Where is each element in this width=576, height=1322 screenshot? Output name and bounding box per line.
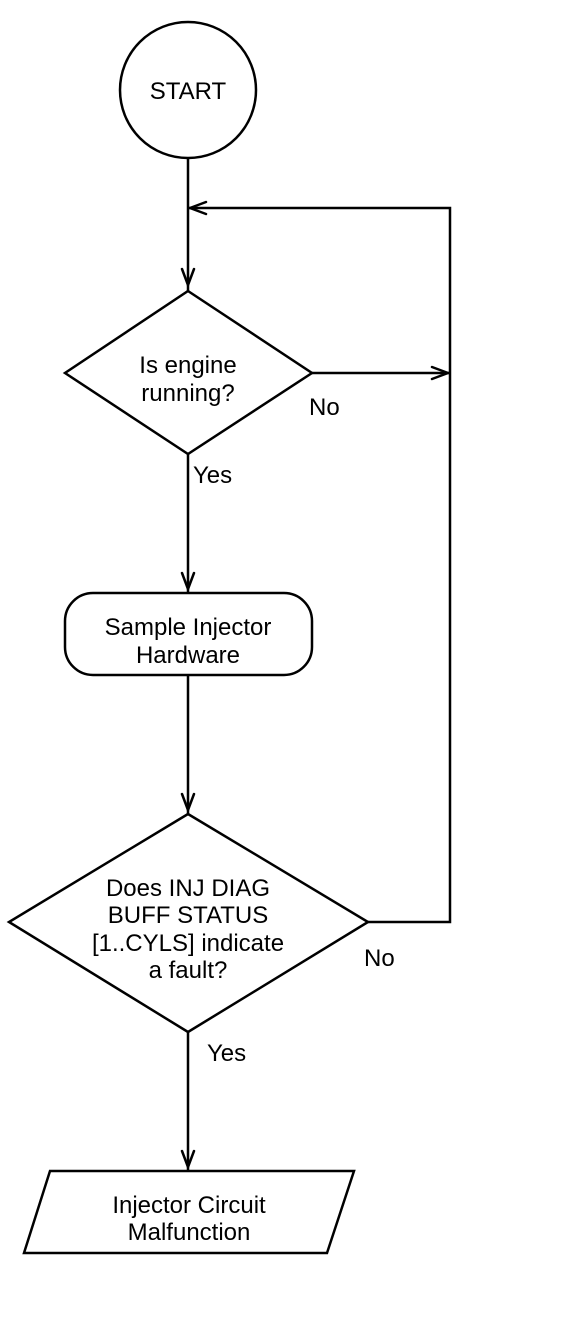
- malfunction-parallelogram: [22, 1169, 356, 1255]
- arrowhead-into-malfunction: [180, 1149, 196, 1169]
- arrowhead-into-sample: [180, 571, 196, 591]
- malfunction-line-1: Injector Circuit: [112, 1192, 266, 1219]
- connectors: [180, 152, 452, 1171]
- fault-decision-line-1: Does INJ DIAG: [106, 875, 270, 902]
- fault-yes-label: Yes: [207, 1040, 246, 1067]
- arrowhead-loop-return: [188, 200, 208, 216]
- sample-hardware-node: Sample Injector Hardware: [63, 591, 314, 677]
- engine-yes-label: Yes: [193, 462, 232, 489]
- fault-no-label: No: [364, 945, 395, 972]
- fault-decision-line-3: [1..CYLS] indicate: [92, 930, 284, 957]
- malfunction-node: Injector Circuit Malfunction: [22, 1169, 356, 1255]
- arrowhead-engine-no: [430, 365, 450, 381]
- engine-decision-line-1: Is engine: [139, 352, 236, 379]
- start-label: START: [150, 78, 227, 105]
- engine-running-decision: Is engine running?: [62, 289, 315, 456]
- fault-decision-diamond: [6, 812, 371, 1034]
- engine-decision-line-2: running?: [141, 380, 234, 407]
- start-circle: [118, 20, 258, 160]
- engine-decision-diamond: [62, 289, 315, 456]
- engine-no-label: No: [309, 394, 340, 421]
- connector-fault-no-loop: [188, 206, 452, 924]
- fault-decision-line-2: BUFF STATUS: [108, 902, 268, 929]
- start-node: START: [118, 20, 258, 160]
- arrowhead-into-fault-decision: [180, 792, 196, 812]
- malfunction-line-2: Malfunction: [128, 1219, 251, 1246]
- sample-hardware-line-2: Hardware: [136, 642, 240, 669]
- fault-decision-line-4: a fault?: [149, 957, 228, 984]
- fault-check-decision: Does INJ DIAG BUFF STATUS [1..CYLS] indi…: [6, 812, 371, 1034]
- sample-hardware-box: [63, 591, 314, 677]
- sample-hardware-line-1: Sample Injector: [105, 614, 272, 641]
- arrowhead-into-engine-decision: [180, 267, 196, 287]
